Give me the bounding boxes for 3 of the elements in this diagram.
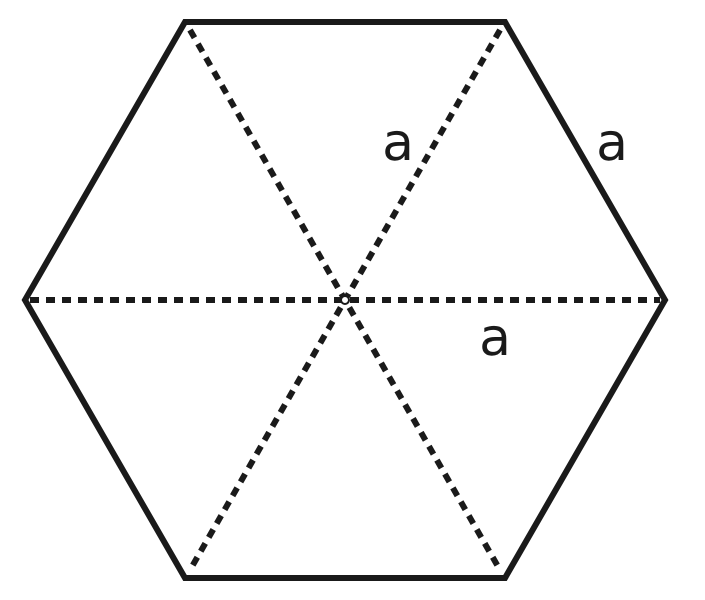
side-length-label: a	[596, 117, 628, 169]
side-length-label: a	[382, 117, 414, 169]
side-length-label: a	[479, 312, 511, 364]
